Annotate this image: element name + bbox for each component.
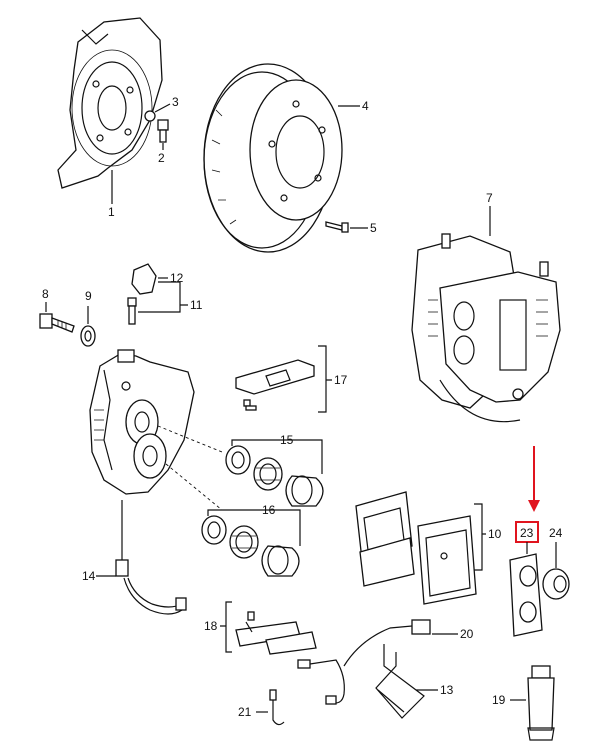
damper-disc (542, 568, 570, 600)
label-3: 3 (172, 95, 179, 109)
label-17: 17 (334, 373, 348, 387)
shield-bolt (157, 119, 169, 143)
label-19: 19 (492, 693, 506, 707)
brake-disc (203, 63, 343, 253)
label-15: 15 (280, 433, 294, 447)
label-18: 18 (204, 619, 218, 633)
label-10: 10 (488, 527, 502, 541)
retaining-clip (375, 644, 425, 719)
grease-tube (527, 665, 555, 741)
seal-kit-16 (201, 515, 300, 577)
bolt-washer (80, 325, 96, 347)
brake-pads (355, 491, 477, 605)
caliper-assembly (411, 233, 561, 423)
bleeder-cap (131, 263, 157, 295)
label-12: 12 (170, 271, 184, 285)
label-1: 1 (108, 205, 115, 219)
label-23: 23 (520, 526, 534, 540)
disc-screw (325, 221, 349, 233)
brake-line (115, 500, 187, 615)
retaining-pin (269, 689, 285, 726)
highlight-arrowhead (528, 500, 540, 512)
label-11: 11 (190, 298, 203, 312)
label-8: 8 (42, 287, 49, 301)
wear-sensor-set (235, 611, 317, 655)
dust-shield (57, 17, 163, 189)
label-4: 4 (362, 99, 369, 113)
label-7: 7 (486, 191, 493, 205)
seal-kit-15 (225, 445, 324, 507)
shield-washer (144, 110, 156, 122)
label-24: 24 (549, 526, 563, 540)
label-13: 13 (440, 683, 454, 697)
wear-indicator-cable (297, 619, 431, 705)
caliper-housing (89, 349, 195, 495)
caliper-bolt (39, 313, 75, 333)
label-9: 9 (85, 289, 92, 303)
spreader-spring (235, 359, 315, 411)
label-5: 5 (370, 221, 377, 235)
anti-squeal-plate (509, 553, 543, 637)
label-21: 21 (238, 705, 252, 719)
label-14: 14 (82, 569, 96, 583)
label-16: 16 (262, 503, 276, 517)
label-20: 20 (460, 627, 474, 641)
bleeder-valve (127, 297, 137, 325)
label-2: 2 (158, 151, 165, 165)
